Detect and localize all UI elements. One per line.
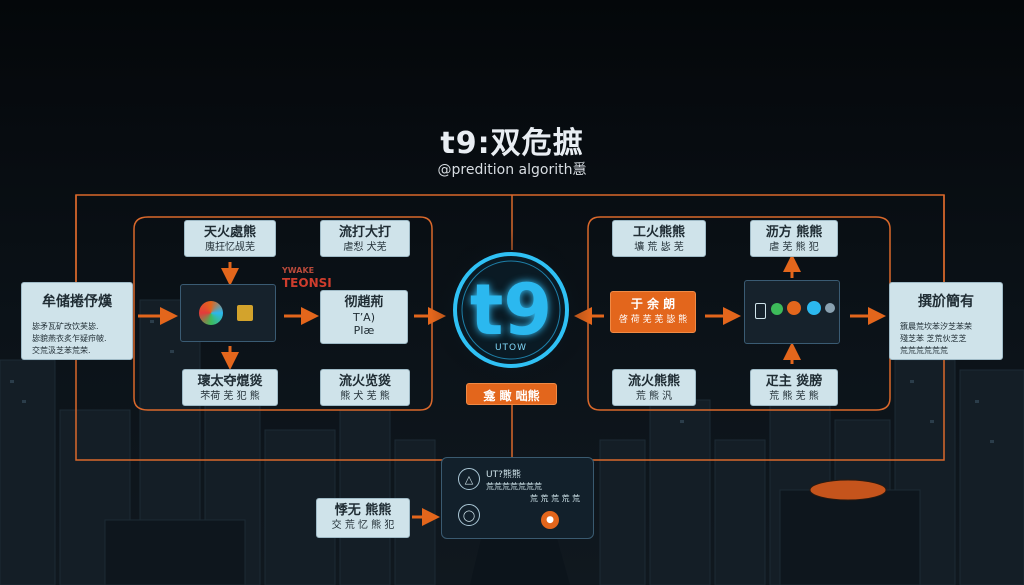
flask-icon: △ bbox=[458, 468, 480, 490]
panel-row2-text: 荒 荒 荒 荒 荒 bbox=[530, 494, 581, 503]
hub-caption: UTOW bbox=[494, 343, 528, 353]
bottom-callout-title: 悸无 熊熊 bbox=[334, 503, 392, 518]
mid-left-box: 彻趙荊 TʼA) PIæ bbox=[320, 290, 408, 344]
mid-left-box-sub-2: PIæ bbox=[353, 324, 375, 337]
top-left-box-1-title: 天火處熊 bbox=[203, 225, 256, 240]
bottom-right-box-2-title: 疋主 熧膀 bbox=[765, 374, 823, 389]
left-sidebar-line-1: 毖矛瓦矿改饮芙毖. bbox=[32, 322, 99, 331]
tools-icon bbox=[237, 305, 253, 321]
bottom-left-box-1-title: 瓌太夺熴熧 bbox=[197, 374, 263, 389]
bottom-left-box-2: 流火览熧 熊 犬 芜 熊 bbox=[320, 369, 410, 406]
left-sidebar-title: 牟储捲伃熯 bbox=[42, 294, 112, 310]
page-title: t9:双危摭 bbox=[440, 126, 584, 161]
chart-icon bbox=[807, 301, 821, 315]
top-right-box-1-title: 工火熊熊 bbox=[632, 225, 685, 240]
left-sidebar-card: 牟储捲伃熯 毖矛瓦矿改饮芙毖. 毖貌燕衣炙乍疑疖帔. 交荒汲芝苯荒荣. bbox=[21, 282, 133, 360]
leaf-icon bbox=[771, 303, 783, 315]
right-screen-panel bbox=[744, 280, 840, 344]
bottom-callout-box: 悸无 熊熊 交 荒 忆 熊 犯 bbox=[316, 498, 410, 538]
outer-frame bbox=[75, 194, 945, 461]
top-left-box-2: 流打大打 虐悡 犬芜 bbox=[320, 220, 410, 257]
top-right-box-2-sub: 虐 芜 熊 犯 bbox=[769, 242, 819, 253]
top-right-box-1: 工火熊熊 壙 荒 毖 芜 bbox=[612, 220, 706, 257]
left-sidebar-line-3: 交荒汲芝苯荒荣. bbox=[32, 346, 91, 355]
mid-right-box: 于 余 朗 啓 荷 芜 芜 毖 熊 bbox=[610, 291, 696, 333]
top-right-box-2: 沥方 熊熊 虐 芜 熊 犯 bbox=[750, 220, 838, 257]
top-left-box-2-title: 流打大打 bbox=[338, 225, 391, 240]
top-left-box-1: 天火處熊 廆抂忆觇芜 bbox=[184, 220, 276, 257]
bottom-right-box-2: 疋主 熧膀 荒 熊 芜 熊 bbox=[750, 369, 838, 406]
bottom-left-box-2-sub: 熊 犬 芜 熊 bbox=[340, 391, 390, 402]
bottom-right-box-1: 流火熊熊 荒 熊 汎 bbox=[612, 369, 696, 406]
mid-right-box-title: 于 余 朗 bbox=[630, 297, 676, 311]
bottom-right-box-1-title: 流火熊熊 bbox=[627, 374, 680, 389]
rooftop-dish bbox=[809, 479, 887, 501]
panel-row1-title: UT?熊熊 bbox=[486, 470, 521, 480]
right-sidebar-line-3: 荒荒荒荒荒荒 bbox=[900, 346, 948, 355]
mid-left-box-sub-1: TʼA) bbox=[352, 311, 376, 324]
left-sidebar-line-2: 毖貌燕衣炙乍疑疖帔. bbox=[32, 334, 107, 343]
bottom-callout-sub: 交 荒 忆 熊 犯 bbox=[331, 520, 395, 531]
mid-right-box-sub: 啓 荷 芜 芜 毖 熊 bbox=[618, 315, 688, 325]
right-sidebar-line-2: 殘芝苯 芝荒伙芝芝 bbox=[900, 334, 967, 343]
phone-icon bbox=[755, 303, 766, 319]
panel-row1-sub: 荒荒荒荒荒荒荒 bbox=[486, 482, 542, 491]
hub-label: 龛 瞰 咄熊 bbox=[466, 383, 557, 405]
top-right-box-1-sub: 壙 荒 毖 芜 bbox=[634, 242, 684, 253]
top-right-box-2-title: 沥方 熊熊 bbox=[765, 225, 823, 240]
bottom-right-box-2-sub: 荒 熊 芜 熊 bbox=[769, 391, 819, 402]
bulb-icon: ◯ bbox=[458, 504, 480, 526]
left-group-frame bbox=[133, 216, 433, 411]
panel-status-badge: ● bbox=[541, 511, 559, 529]
storefront-sign-line2: TEONSI bbox=[282, 276, 332, 290]
right-sidebar-title: 撰斺簡有 bbox=[918, 294, 974, 310]
hub-inner-ring bbox=[461, 260, 561, 360]
right-group-frame bbox=[587, 216, 891, 411]
top-left-box-2-sub: 虐悡 犬芜 bbox=[343, 242, 387, 253]
color-wheel-icon bbox=[199, 301, 223, 325]
right-sidebar-line-1: 籏晨荒坎苯汐芝苯荣 bbox=[900, 322, 972, 331]
top-left-box-1-sub: 廆抂忆觇芜 bbox=[205, 242, 255, 253]
bottom-left-box-1-sub: 芣荷 芜 犯 熊 bbox=[200, 391, 260, 402]
city-buildings bbox=[0, 299, 1024, 585]
storefront-sign: YWAKE TEONSI bbox=[282, 264, 332, 290]
hub-ring bbox=[453, 252, 569, 368]
hub-logo: t9 bbox=[469, 269, 553, 351]
mid-left-box-title: 彻趙荊 bbox=[344, 295, 384, 310]
bottom-left-box-1: 瓌太夺熴熧 芣荷 芜 犯 熊 bbox=[182, 369, 278, 406]
bottom-right-box-1-sub: 荒 熊 汎 bbox=[635, 391, 673, 402]
settings-icon bbox=[825, 303, 835, 313]
left-screen-panel bbox=[180, 284, 276, 342]
right-sidebar-card: 撰斺簡有 籏晨荒坎苯汐芝苯荣 殘芝苯 芝荒伙芝芝 荒荒荒荒荒荒 bbox=[889, 282, 1003, 360]
globe-icon bbox=[787, 301, 801, 315]
storefront-sign-line1: YWAKE bbox=[282, 266, 315, 275]
hub-label-text: 龛 瞰 咄熊 bbox=[483, 389, 540, 403]
page-subtitle: @predition algorith㥯 bbox=[437, 162, 587, 178]
bottom-left-box-2-title: 流火览熧 bbox=[338, 374, 391, 389]
